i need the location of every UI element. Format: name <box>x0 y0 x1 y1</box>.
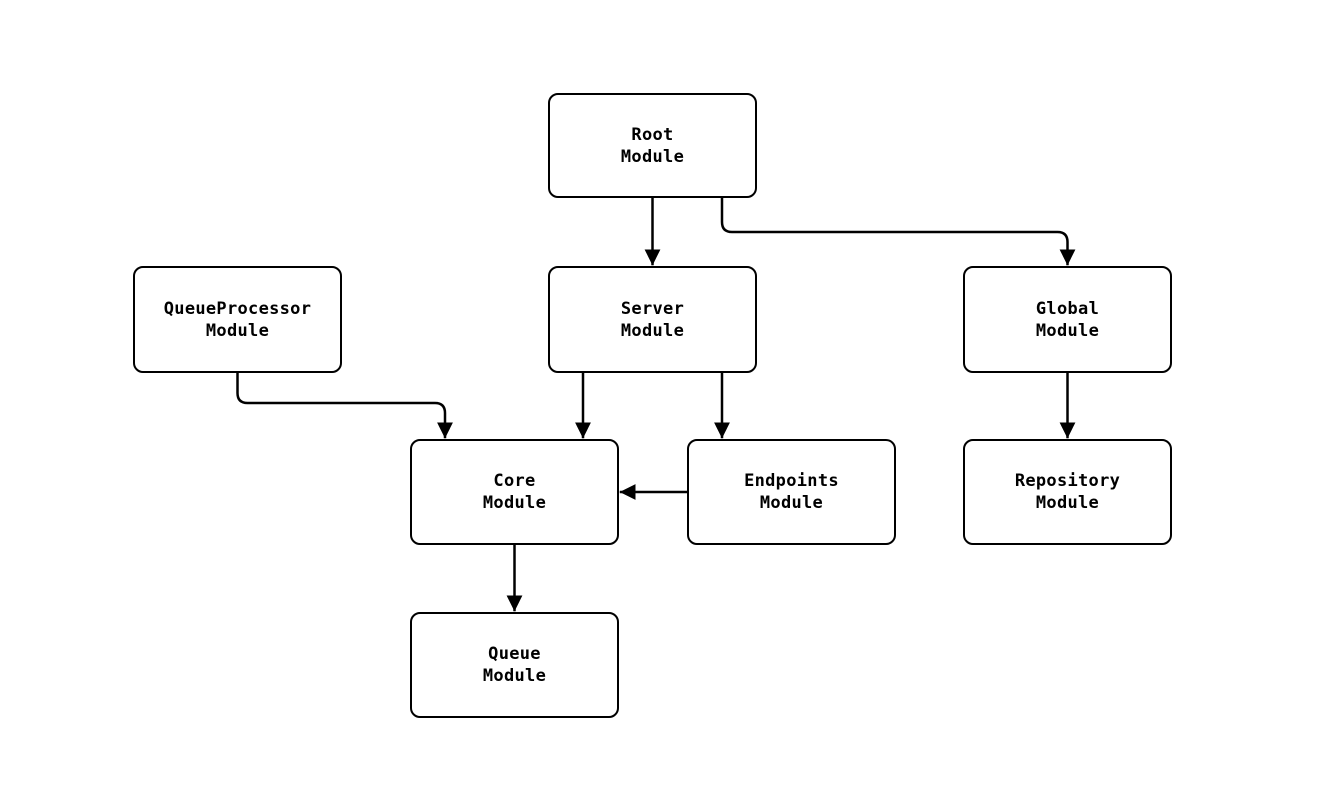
node-server-module: Server Module <box>548 266 757 373</box>
node-core-module: Core Module <box>410 439 619 545</box>
node-repository-module: Repository Module <box>963 439 1172 545</box>
node-queue-module: Queue Module <box>410 612 619 718</box>
node-global-module: Global Module <box>963 266 1172 373</box>
node-root-module: Root Module <box>548 93 757 198</box>
edge-root-to-global <box>720 197 1076 266</box>
edge-queueprocessor-to-core <box>236 371 453 439</box>
node-queueprocessor-module: QueueProcessor Module <box>133 266 342 373</box>
node-endpoints-module: Endpoints Module <box>687 439 896 545</box>
